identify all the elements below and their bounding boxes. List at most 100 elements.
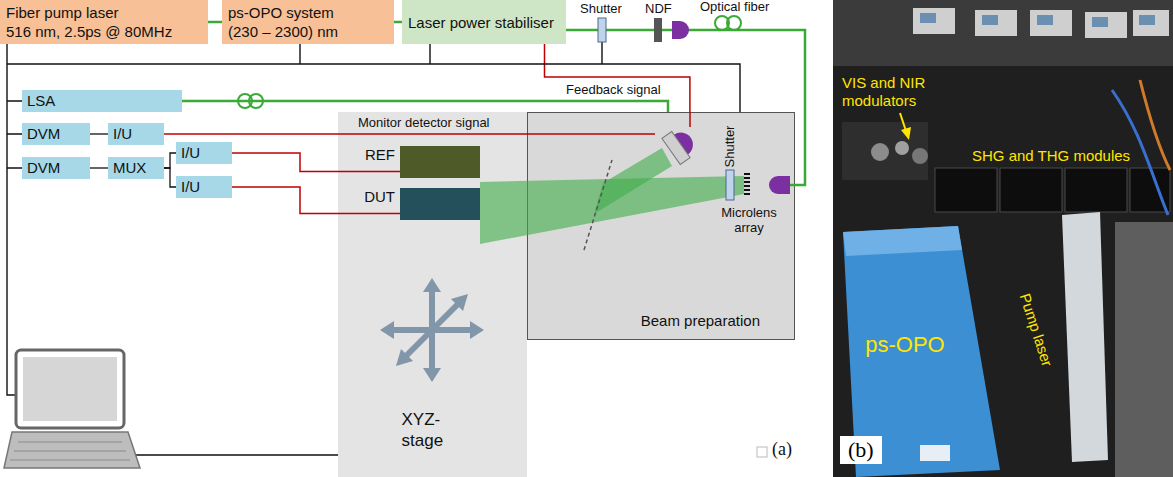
label-text: Optical fiber [700, 0, 769, 13]
box-label: XYZ-stage [402, 409, 464, 451]
pump-housing [1062, 212, 1108, 462]
equipment-shelf [833, 0, 1173, 66]
test-detector: DUT [400, 188, 480, 220]
label-text: Feedback signal [566, 82, 661, 97]
multiplexer-box: MUX [108, 157, 164, 179]
arrow-head [470, 321, 484, 339]
box-label: ps-OPO system [228, 3, 334, 22]
fiber-coupler [769, 176, 790, 194]
label-text: Shutter [580, 1, 622, 16]
box-label: LSA [27, 92, 55, 110]
fiber-line [208, 21, 222, 24]
converter-box: I/U [176, 176, 232, 198]
fiber-line [182, 101, 668, 112]
box-label: DVM [27, 159, 60, 177]
fiber-line [394, 21, 402, 24]
component-label: Shutter [580, 1, 622, 16]
signal-wire [232, 153, 400, 172]
box-label: I/U [113, 125, 132, 143]
signal-label: Monitor detector signal [358, 115, 490, 130]
instrument-display [982, 15, 998, 25]
instrument [1085, 12, 1127, 38]
panel-letter: (a) [772, 438, 792, 460]
label-text: NDF [645, 1, 672, 16]
label-text: (a) [772, 438, 792, 460]
laptop-display [23, 357, 117, 421]
component-label: Shutter [722, 125, 737, 167]
beam-splitter [584, 160, 612, 250]
breadboard [1115, 222, 1173, 477]
control-bus [7, 42, 740, 455]
instrument-display [1092, 17, 1108, 27]
analyser-box: LSA [22, 90, 182, 112]
box-label: I/U [181, 178, 200, 196]
label-text: ps-OPO [865, 332, 944, 358]
component-label: Microlens array [706, 205, 792, 235]
filter-symbol [654, 18, 662, 42]
opo-logo [920, 445, 950, 461]
fiber-loop [249, 94, 263, 108]
label-text: Microlens array [706, 205, 792, 235]
instrument [1133, 10, 1169, 36]
signal-wire [232, 187, 400, 214]
fiber-stub [790, 184, 795, 187]
photo-annotation: ps-OPO [865, 332, 944, 358]
laptop-base [4, 432, 140, 468]
signal-wire [527, 112, 690, 134]
detector-window [662, 131, 690, 164]
arrow-head [451, 294, 468, 311]
box-label: REF [365, 146, 395, 163]
box-label: DVM [27, 125, 60, 143]
monitor-detector [662, 125, 700, 165]
label-text: Monitor detector signal [358, 115, 490, 130]
instrument-display [1037, 15, 1053, 25]
instrument-display [920, 13, 936, 23]
optic-mount [871, 143, 889, 161]
component-label: NDF [645, 1, 672, 16]
box-label: (230 – 2300) nm [228, 22, 338, 41]
box-label: Fiber pump laser [6, 3, 119, 22]
converter-box: I/U [176, 142, 232, 164]
photo-annotation: VIS and NIR modulators [842, 74, 954, 110]
opo-housing [843, 226, 1000, 477]
box-label: Laser power stabiliser [408, 13, 554, 32]
panel-letter: (b) [840, 436, 882, 464]
instrument [975, 10, 1017, 36]
cable [1140, 80, 1170, 170]
small-square [757, 447, 767, 457]
pointer-head [901, 127, 911, 140]
harmonic-module [1065, 168, 1127, 212]
photo-annotation: SHG and THG modules [972, 147, 1130, 165]
control-wire [90, 167, 108, 168]
label-text: SHG and THG modules [972, 147, 1130, 165]
voltmeter-box: DVM [22, 157, 90, 179]
converter-box: I/U [108, 123, 164, 145]
arrow-head [380, 321, 394, 339]
instrument [1030, 10, 1072, 36]
laptop-screen [16, 350, 124, 428]
reference-detector: REF [400, 146, 480, 178]
box-label: MUX [113, 159, 146, 177]
box-label: DUT [364, 188, 395, 205]
arrow-head [423, 278, 441, 292]
control-wire [164, 153, 176, 168]
box-label: I/U [181, 144, 200, 162]
fiber-loop [727, 16, 741, 30]
shutter-symbol [726, 170, 734, 200]
component-label: Optical fiber [700, 0, 769, 13]
signal-label: Feedback signal [566, 82, 661, 97]
optics-area [842, 122, 928, 180]
label-text: Shutter [722, 125, 737, 167]
box-label: 516 nm, 2.5ps @ 80MHz [6, 22, 172, 41]
box-label: Beam preparation [641, 311, 760, 330]
harmonic-module [935, 168, 997, 212]
instrument-display [1139, 15, 1155, 25]
voltmeter-box: DVM [22, 123, 90, 145]
arrow-head [396, 349, 413, 366]
harmonic-module [1000, 168, 1062, 212]
laptop-keys [10, 442, 130, 460]
instrument [913, 8, 955, 34]
laser-source-box: Fiber pump laser516 nm, 2.5ps @ 80MHz [0, 0, 208, 44]
pointer-line [900, 113, 906, 131]
